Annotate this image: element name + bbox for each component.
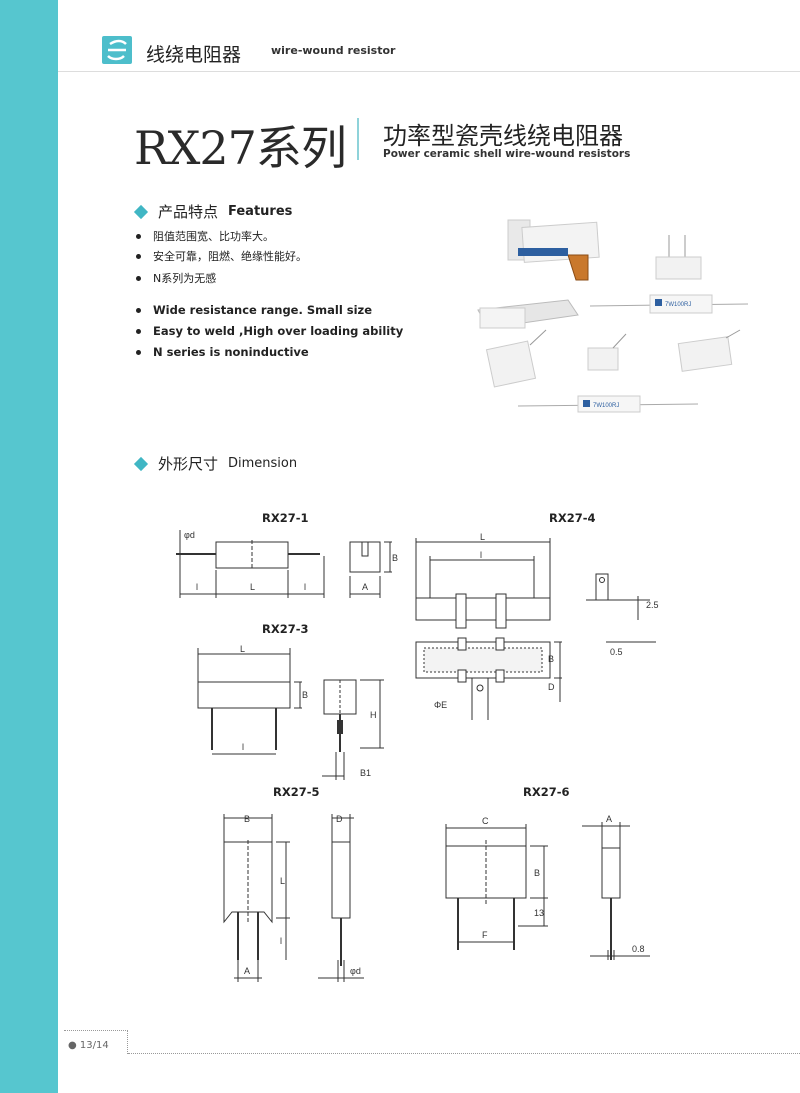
label-L: L — [480, 532, 485, 542]
drawing-title-rx27-1: RX27-1 — [262, 511, 309, 525]
label-L: L — [250, 582, 255, 592]
label-l: l — [280, 936, 282, 946]
resistor-bracket-mount — [477, 299, 579, 329]
label-l: l — [242, 742, 244, 752]
resistor-square-1 — [485, 329, 547, 388]
footer-box — [64, 1030, 128, 1054]
label-0-8: 0.8 — [632, 944, 645, 954]
feature-item-cn: 安全可靠，阻燃、绝缘性能好。 — [136, 248, 307, 264]
feature-item-en: Easy to weld ,High over loading ability — [136, 324, 403, 338]
label-B: B — [244, 814, 250, 824]
label-B: B — [534, 868, 540, 878]
drawing-rx27-4: L l B D ΦE 0.5 2.5 — [410, 532, 659, 730]
drawing-title-rx27-5: RX27-5 — [273, 785, 320, 799]
label-F: F — [482, 930, 488, 940]
label-dia-d: φd — [184, 530, 195, 540]
resistor-axial-2: 7W100RJ — [517, 395, 699, 413]
label-dia-E: ΦE — [434, 700, 447, 710]
dimension-heading: 外形尺寸 Dimension — [133, 453, 298, 474]
label-B1: B1 — [360, 768, 371, 778]
label-0-5: 0.5 — [610, 647, 623, 657]
bullet-dot-icon — [136, 233, 141, 239]
dimension-heading-cn: 外形尺寸 — [158, 455, 219, 473]
page-header: 线绕电阻器 wire-wound resistor — [58, 0, 800, 72]
label-B: B — [302, 690, 308, 700]
resistor-square-3 — [677, 329, 741, 372]
product-photo: 7W100RJ 7W100RJ — [477, 219, 749, 413]
label-l: l — [480, 550, 482, 560]
label-l-left: l — [196, 582, 198, 592]
resistor-square-2 — [587, 333, 627, 371]
dimension-heading-en: Dimension — [228, 456, 298, 471]
bullet-dot-icon — [136, 349, 141, 355]
label-A: A — [362, 582, 368, 592]
footer-line — [128, 1053, 800, 1054]
features-heading-en: Features — [228, 204, 293, 219]
label-H: H — [370, 710, 377, 720]
drawing-rx27-6: C B 13 F A 0.8 — [440, 814, 670, 970]
label-D: D — [548, 682, 555, 692]
label-B: B — [548, 654, 554, 664]
bullet-dot-icon — [136, 307, 141, 313]
drawing-rx27-1: φd l L l B A — [170, 530, 398, 600]
drawing-title-rx27-6: RX27-6 — [523, 785, 570, 799]
drawing-title-rx27-3: RX27-3 — [262, 622, 309, 636]
bullet-dot-icon — [136, 253, 141, 259]
side-color-bar — [0, 0, 58, 1093]
drawing-rx27-3: L B l H B1 — [190, 644, 400, 782]
label-A: A — [244, 966, 250, 976]
bullet-dot-icon — [136, 328, 141, 334]
page-number: ● 13/14 — [68, 1040, 109, 1051]
label-l-right: l — [304, 582, 306, 592]
resistor-vertical-leads — [655, 235, 702, 280]
features-heading: 产品特点 Features — [133, 201, 293, 222]
header-title-en: wire-wound resistor — [271, 44, 396, 57]
header-title-cn: 线绕电阻器 — [146, 44, 242, 66]
label-D: D — [336, 814, 343, 824]
drawing-rx27-5: B L l A D φd — [214, 814, 374, 990]
feature-item-en: N series is noninductive — [136, 345, 309, 359]
label-A: A — [606, 814, 612, 824]
product-label-text: 7W100RJ — [593, 403, 619, 409]
label-B: B — [392, 553, 398, 563]
feature-item-cn: 阻值范围宽、比功率大。 — [136, 228, 274, 244]
label-L: L — [280, 876, 285, 886]
product-label-text: 7W100RJ — [665, 302, 691, 308]
resistor-with-bracket — [507, 219, 600, 281]
product-title-cn: 功率型瓷壳线绕电阻器 — [383, 122, 623, 150]
label-L: L — [240, 644, 245, 654]
diamond-bullet-icon — [133, 456, 149, 471]
label-13: 13 — [534, 908, 544, 918]
label-dia-d: φd — [350, 966, 361, 976]
diamond-bullet-icon — [133, 204, 149, 219]
drawing-title-rx27-4: RX27-4 — [549, 511, 596, 525]
features-heading-cn: 产品特点 — [158, 203, 219, 221]
title-divider — [357, 118, 359, 160]
feature-item-en: Wide resistance range. Small size — [136, 303, 372, 317]
feature-item-cn: N系列为无感 — [136, 270, 216, 286]
label-2-5: 2.5 — [646, 600, 659, 610]
resistor-axial: 7W100RJ — [589, 294, 749, 314]
brand-logo-icon — [102, 36, 132, 64]
product-title-en: Power ceramic shell wire-wound resistors — [383, 148, 631, 160]
series-title: RX27系列 — [134, 121, 347, 175]
label-C: C — [482, 816, 489, 826]
bullet-dot-icon — [136, 275, 141, 281]
